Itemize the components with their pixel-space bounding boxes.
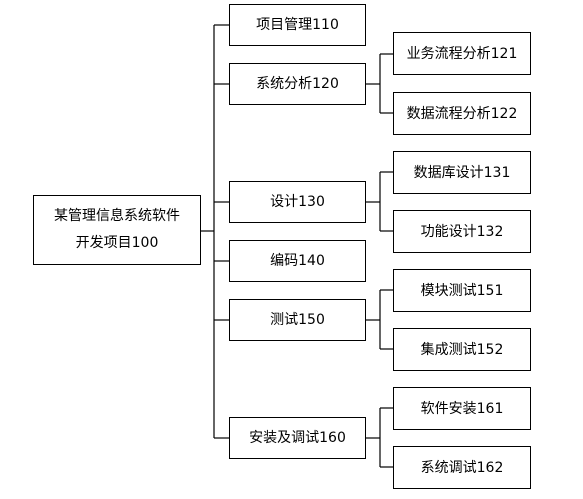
node-120: 系统分析120 (229, 63, 366, 105)
node-121: 业务流程分析121 (393, 32, 531, 75)
node-132: 功能设计132 (393, 210, 531, 253)
node-152: 集成测试152 (393, 328, 531, 371)
node-150: 测试150 (229, 299, 366, 341)
node-root-line2: 开发项目100 (75, 235, 159, 251)
node-110: 项目管理110 (229, 4, 366, 46)
node-130: 设计130 (229, 181, 366, 223)
node-root: 某管理信息系统软件 开发项目100 (33, 195, 201, 265)
node-131: 数据库设计131 (393, 151, 531, 194)
node-140: 编码140 (229, 240, 366, 282)
node-161: 软件安装161 (393, 387, 531, 430)
node-160: 安装及调试160 (229, 417, 366, 459)
node-122: 数据流程分析122 (393, 92, 531, 135)
node-151: 模块测试151 (393, 269, 531, 312)
node-root-line1: 某管理信息系统软件 (54, 208, 180, 224)
node-162: 系统调试162 (393, 446, 531, 489)
